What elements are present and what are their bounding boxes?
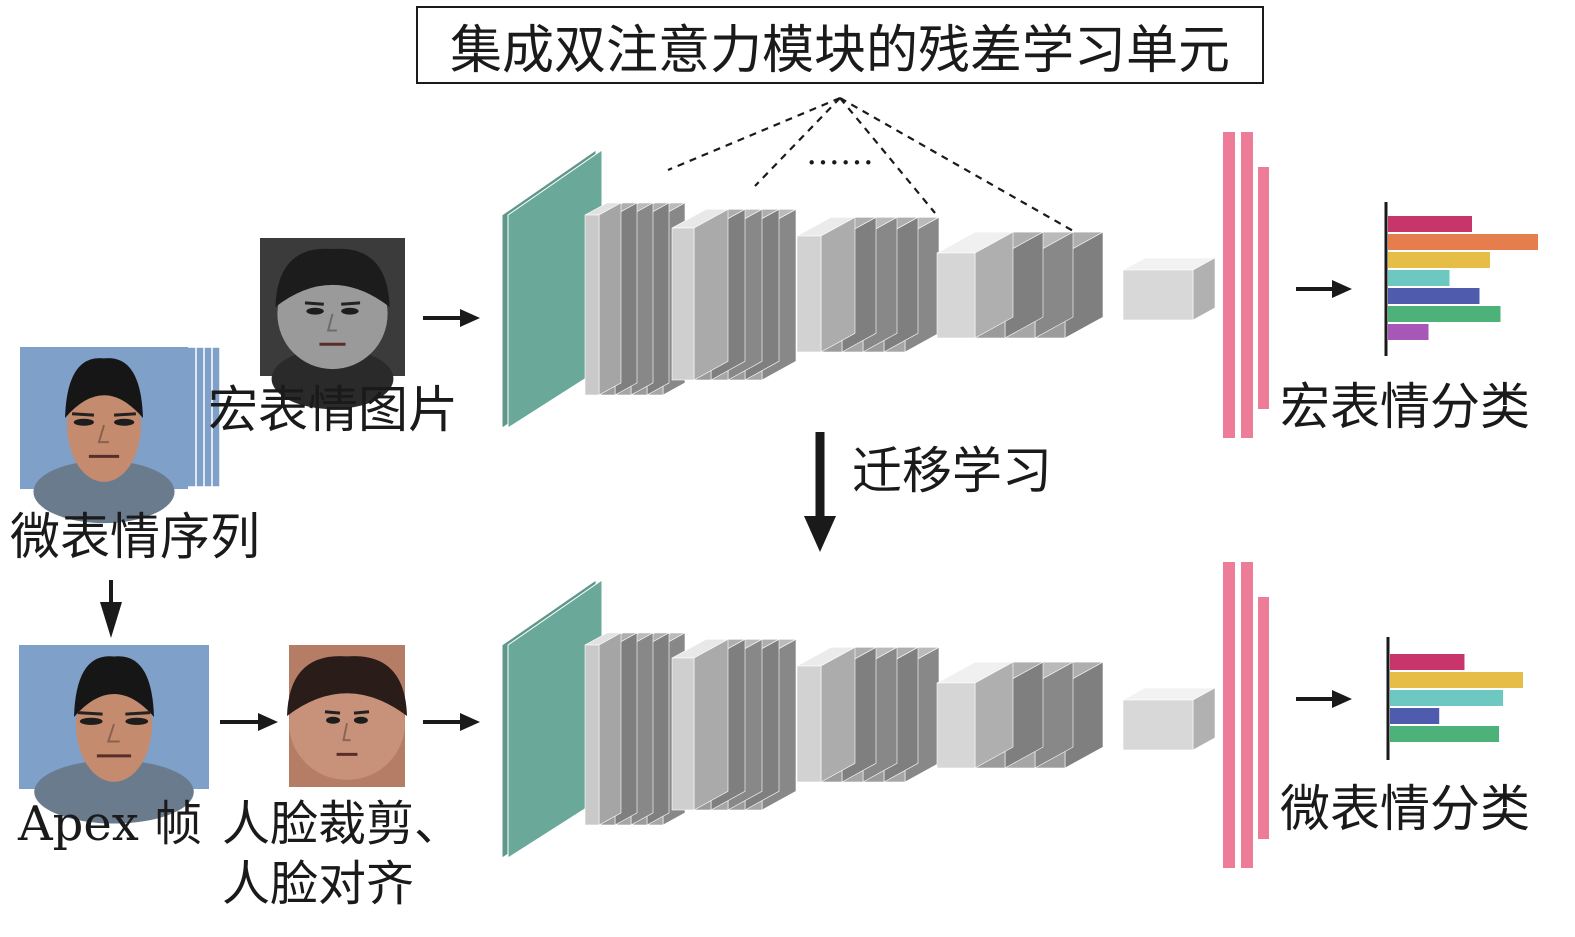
face-crop-label-line1: 人脸裁剪、 [222, 796, 463, 852]
macro-classification-label: 宏表情分类 [1280, 378, 1530, 436]
macro-class-bar-4 [1388, 270, 1450, 286]
macro-residual-stage-1 [584, 202, 686, 396]
macro-residual-stage-3 [796, 216, 940, 353]
micro-pooling-layer [1122, 687, 1216, 751]
face-crop-label-line2: 人脸对齐 [222, 856, 415, 912]
macro-block-slab [796, 216, 856, 353]
micro-block-slab [936, 661, 1014, 769]
micro-classification-label: 微表情分类 [1280, 780, 1530, 838]
micro-fc-layer-1 [1223, 562, 1235, 868]
macro-class-bar-2 [1388, 234, 1538, 250]
macro-fc-layer-2 [1241, 132, 1253, 438]
micro-input-conv-layer [501, 579, 603, 859]
micro-residual-stage-3 [796, 646, 940, 783]
micro-classification-bars [1386, 637, 1523, 760]
micro-sequence-stack [20, 346, 221, 524]
macro-residual-stage-2 [671, 208, 797, 381]
arrow-macro-net-to-classes [1296, 280, 1352, 298]
micro-residual-stage-4 [936, 661, 1104, 769]
micro-class-bar-5 [1390, 726, 1500, 742]
transfer-learning-label: 迁移学习 [852, 442, 1052, 500]
macro-fc-layers [1223, 132, 1269, 438]
apex-frame-image [19, 645, 209, 824]
arrow-transfer-learning [804, 432, 836, 552]
macro-fc-layer-1 [1223, 132, 1235, 438]
macro-face-image [260, 238, 405, 410]
micro-block-slab [584, 632, 622, 826]
macro-class-bar-5 [1388, 288, 1480, 304]
macro-classification-bars [1384, 202, 1538, 356]
arrow-macro-image-to-net [423, 309, 480, 327]
flow-arrows [100, 280, 1352, 731]
macro-network [501, 132, 1269, 438]
macro-class-bar-3 [1388, 252, 1490, 268]
title-connector-lines [667, 96, 1076, 233]
arrow-apex-to-crop [220, 713, 278, 731]
micro-fc-layers [1223, 562, 1269, 868]
micro-class-bar-4 [1390, 708, 1440, 724]
macro-pooling-layer [1122, 257, 1216, 321]
micro-sequence-front-frame [20, 347, 188, 524]
macro-image-label: 宏表情图片 [208, 381, 458, 439]
macro-fc-layer-3 [1258, 167, 1269, 409]
micro-block-slab [796, 646, 856, 783]
macro-block-slab [584, 202, 622, 396]
arrow-crop-to-net [423, 713, 480, 731]
arrow-micro-net-to-classes [1296, 690, 1352, 708]
macro-class-bar-6 [1388, 306, 1501, 322]
micro-class-bar-3 [1390, 690, 1504, 706]
title-dashed-line-1 [667, 96, 841, 172]
macro-block-slab [671, 208, 729, 381]
micro-residual-stage-1 [584, 632, 686, 826]
micro-class-bar-1 [1390, 654, 1465, 670]
ellipsis-label: …… [806, 133, 874, 173]
micro-network [501, 562, 1269, 868]
macro-input-conv-layer [501, 149, 603, 429]
cropped-aligned-face-image [287, 645, 407, 787]
macro-residual-stage-4 [936, 231, 1104, 339]
input-images [19, 238, 407, 824]
macro-block-slab [936, 231, 1014, 339]
micro-fc-layer-3 [1258, 597, 1269, 839]
micro-fc-layer-2 [1241, 562, 1253, 868]
micro-class-bar-2 [1390, 672, 1523, 688]
title-dashed-line-4 [839, 97, 1076, 233]
macro-class-bar-7 [1388, 324, 1429, 340]
apex-frame-label: Apex 帧 [18, 796, 203, 852]
arrow-sequence-to-apex [100, 580, 122, 638]
micro-block-slab [671, 638, 729, 811]
micro-residual-stage-2 [671, 638, 797, 811]
micro-sequence-label: 微表情序列 [10, 508, 260, 566]
macro-class-bar-1 [1388, 216, 1472, 232]
residual-unit-title: 集成双注意力模块的残差学习单元 [416, 6, 1264, 84]
